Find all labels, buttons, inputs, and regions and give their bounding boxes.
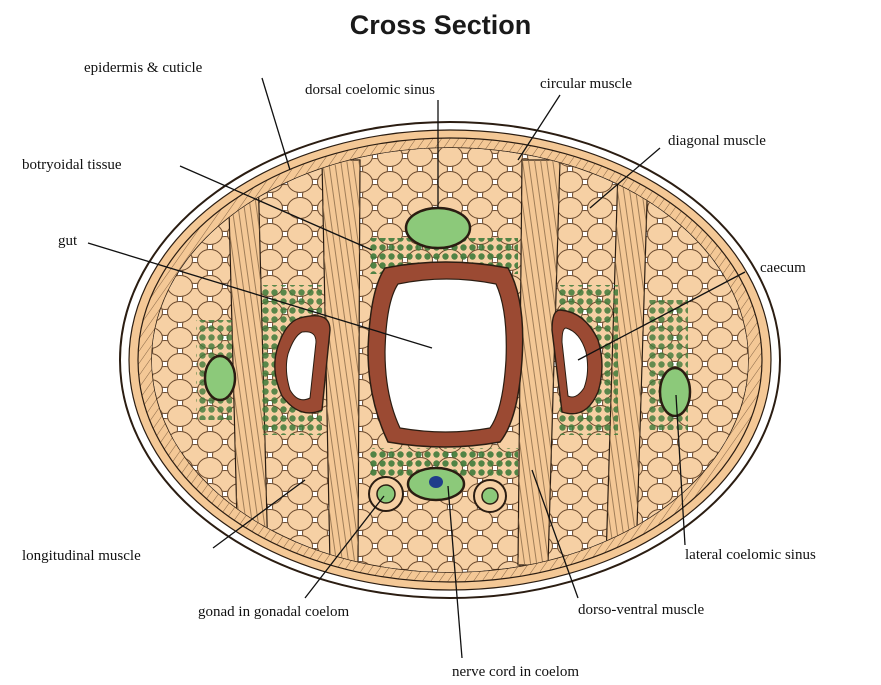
dorsal-coelomic-sinus	[406, 208, 470, 248]
label-gut: gut	[58, 233, 78, 249]
lateral-coelomic-sinus-right	[660, 368, 690, 416]
gonad-right-core	[482, 488, 498, 504]
label-botryoidal: botryoidal tissue	[22, 157, 122, 173]
label-gonad: gonad in gonadal coelom	[198, 604, 350, 620]
label-caecum: caecum	[760, 260, 806, 276]
gonad-left-core	[377, 485, 395, 503]
label-circular-muscle: circular muscle	[540, 76, 632, 92]
label-lateral-sinus: lateral coelomic sinus	[685, 547, 816, 563]
label-epidermis: epidermis & cuticle	[84, 60, 203, 76]
label-nerve-cord: nerve cord in coelom	[452, 664, 579, 680]
label-longitudinal-muscle: longitudinal muscle	[22, 548, 141, 564]
nerve-cord	[429, 476, 443, 488]
label-dorso-ventral: dorso-ventral muscle	[578, 602, 705, 618]
lateral-coelomic-sinus-left	[205, 356, 235, 400]
label-diagonal-muscle: diagonal muscle	[668, 133, 766, 149]
gut-lumen	[385, 279, 506, 432]
leader-epidermis	[262, 78, 290, 170]
label-dorsal-sinus: dorsal coelomic sinus	[305, 82, 435, 98]
